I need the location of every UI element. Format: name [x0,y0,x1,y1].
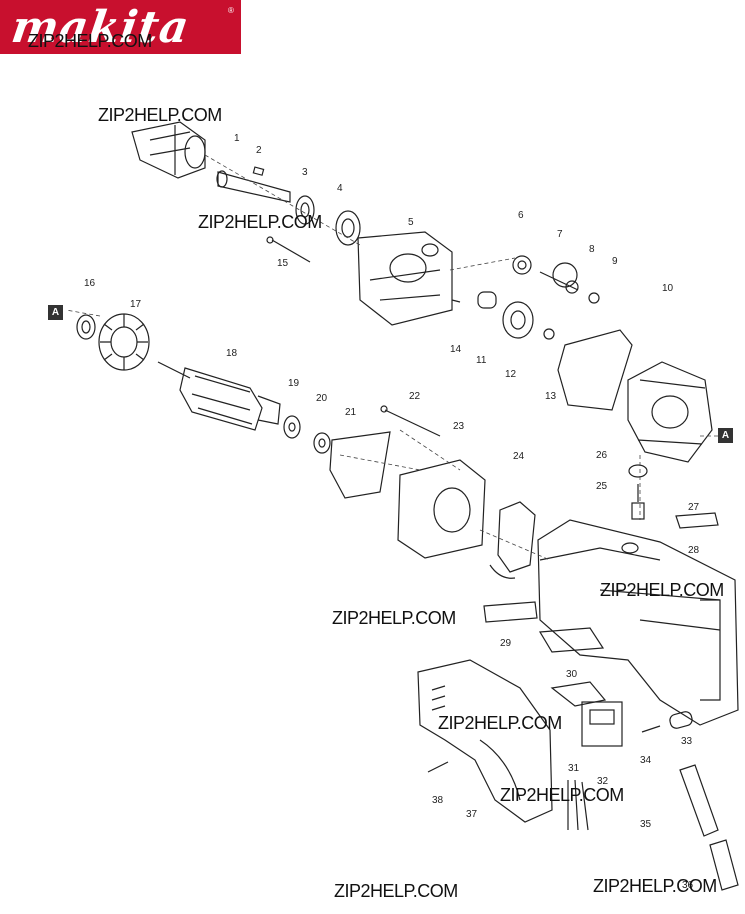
field-drawing [397,459,486,559]
part-number-37: 37 [466,809,478,820]
gear-housing-cover-drawing [627,361,713,463]
part-number-31: 31 [568,763,580,774]
part-number-18: 18 [226,348,238,359]
baffle-21-drawing [329,431,391,499]
part-number-17: 17 [130,299,142,310]
part-number-27: 27 [688,502,700,513]
part-number-24: 24 [513,451,525,462]
brush-holder-drawing [497,501,536,573]
watermark: ZIP2HELP.COM [198,212,322,232]
part-number-15: 15 [277,258,289,269]
helical-gear-drawing [502,301,534,339]
part-number-19: 19 [288,378,300,389]
spindle-drawing [216,166,291,203]
name-plate-strip [538,627,605,653]
ring-3 [295,195,315,225]
motor-housing-drawing [537,519,739,726]
watermark: ZIP2HELP.COM [334,881,458,901]
strain-relief-drawing [669,711,693,729]
power-cord-drawing [709,839,739,891]
part-number-25: 25 [596,481,608,492]
name-plate-29 [483,601,538,623]
watermark: ZIP2HELP.COM [28,31,152,51]
part-number-9: 9 [612,256,618,267]
part-number-10: 10 [662,283,674,294]
drill-chuck-drawing [131,121,206,179]
watermark: ZIP2HELP.COM [438,713,562,733]
part-number-32: 32 [597,776,609,787]
part-number-38: 38 [432,795,444,806]
name-plate-27 [675,512,719,529]
part-number-8: 8 [589,244,595,255]
switch-drawing [581,701,623,747]
switch-lever-drawing [550,681,607,707]
part-number-21: 21 [345,407,357,418]
part-number-1: 1 [234,133,240,144]
part-number-34: 34 [640,755,652,766]
part-number-16: 16 [84,278,96,289]
registered-mark: ® [228,6,234,15]
part-number-7: 7 [557,229,563,240]
watermark: ZIP2HELP.COM [500,785,624,805]
watermark: ZIP2HELP.COM [332,608,456,628]
cord-guard-drawing [679,764,719,837]
gear-housing-drawing [357,231,453,326]
watermark: ZIP2HELP.COM [98,105,222,125]
bearing-19 [283,415,301,439]
bearing-4 [335,210,361,246]
pinion-7-drawing [539,262,579,294]
part-number-4: 4 [337,183,343,194]
screw-22 [384,409,441,437]
fan-drawing [98,313,150,371]
part-number-5: 5 [408,217,414,228]
part-number-26: 26 [596,450,608,461]
baffle-plate-drawing [557,329,633,411]
reference-marker-a-right: A [718,428,733,443]
ring-9 [588,292,600,304]
brush-holder-cap-drawing [628,464,648,478]
part-number-6: 6 [518,210,524,221]
reference-marker-a-left: A [48,305,63,320]
cord-drawing [567,779,589,831]
handle-drawing [417,659,553,823]
watermark: ZIP2HELP.COM [600,580,724,600]
part-number-29: 29 [500,638,512,649]
part-number-14: 14 [450,344,462,355]
bearing-20 [313,432,331,454]
bearing-16 [76,314,96,340]
part-number-23: 23 [453,421,465,432]
part-number-22: 22 [409,391,421,402]
part-number-28: 28 [688,545,700,556]
part-number-20: 20 [316,393,328,404]
bearing-6 [512,255,532,275]
part-number-13: 13 [545,391,557,402]
part-number-3: 3 [302,167,308,178]
part-number-11: 11 [476,355,487,366]
part-number-30: 30 [566,669,578,680]
part-number-33: 33 [681,736,693,747]
makita-logo: makita ® [0,0,241,54]
part-number-2: 2 [256,145,262,156]
screw-38 [427,761,449,773]
part-number-36: 36 [682,880,694,891]
screw-15 [271,239,311,263]
part-number-35: 35 [640,819,652,830]
armature-drawing [157,361,281,431]
carbon-brush-drawing [631,502,645,520]
watermark: ZIP2HELP.COM [593,876,717,896]
part-number-12: 12 [505,369,517,380]
sleeve-drawing [477,291,497,309]
